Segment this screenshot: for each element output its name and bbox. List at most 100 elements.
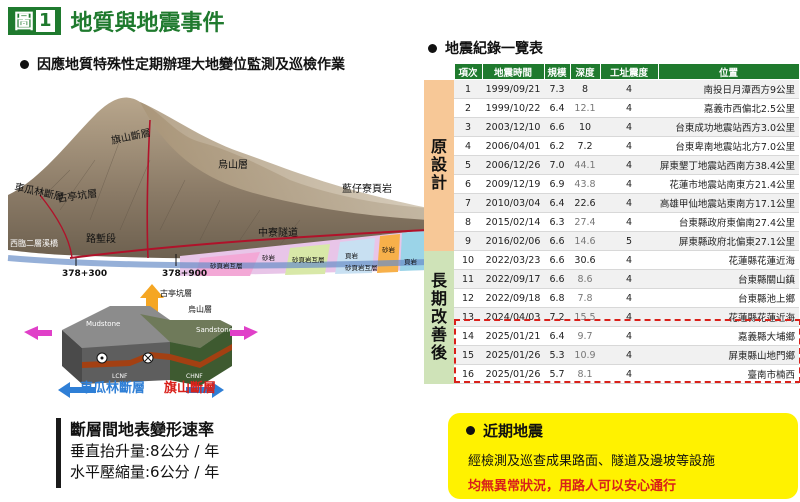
cell-no: 16 bbox=[454, 364, 482, 384]
cell-date: 2015/02/14 bbox=[482, 212, 544, 232]
figure-badge-prefix: 圖 bbox=[14, 9, 34, 33]
cell-location: 台東縣政府東偏南27.4公里 bbox=[658, 212, 799, 232]
recent-heading-text: 近期地震 bbox=[483, 422, 544, 440]
fault-arrow-left-icon bbox=[58, 382, 96, 398]
cell-no: 15 bbox=[454, 345, 482, 365]
cell-depth: 8 bbox=[570, 79, 600, 99]
table-header-cell: 位置 bbox=[657, 63, 800, 80]
cell-intensity: 4 bbox=[600, 155, 658, 175]
label-mudstone: Mudstone bbox=[86, 320, 120, 328]
monitoring-heading-text: 因應地質特殊性定期辦理大地變位監測及巡檢作業 bbox=[37, 57, 345, 73]
rate-accent-bar bbox=[56, 418, 61, 488]
cell-magnitude: 7.0 bbox=[544, 155, 570, 175]
rate-title: 斷層間地表變形速率 bbox=[70, 420, 215, 439]
table-header-cell: 深度 bbox=[569, 63, 601, 80]
cell-intensity: 4 bbox=[600, 117, 658, 137]
cell-date: 1999/09/21 bbox=[482, 79, 544, 99]
cell-depth: 22.6 bbox=[570, 193, 600, 213]
label-stratum-5: 砂頁岩互層 bbox=[345, 263, 378, 272]
cell-depth: 44.1 bbox=[570, 155, 600, 175]
tunnel-line bbox=[69, 229, 429, 259]
table-header-cell: 項次 bbox=[453, 63, 483, 80]
label-sandstone: Sandstone bbox=[196, 326, 233, 334]
label-stratum-3: 砂頁岩互層 bbox=[292, 255, 325, 264]
cell-no: 9 bbox=[454, 231, 482, 251]
table-header-cell: 規模 bbox=[543, 63, 571, 80]
cell-depth: 7.8 bbox=[570, 288, 600, 308]
recent-safe-notice: 均無異常狀況，用路人可以安心通行 bbox=[468, 479, 677, 494]
label-lcnf: LCNF bbox=[112, 373, 128, 380]
label-qishan-fault-red: 旗山斷層 bbox=[164, 380, 216, 396]
figure-badge-number: 1 bbox=[36, 10, 55, 32]
compression-arrow-right-icon bbox=[230, 326, 258, 340]
cell-date: 1999/10/22 bbox=[482, 98, 544, 118]
cell-no: 6 bbox=[454, 174, 482, 194]
cell-date: 2006/04/01 bbox=[482, 136, 544, 156]
cell-location: 屏東墾丁地震站西南方38.4公里 bbox=[658, 155, 799, 175]
cell-magnitude: 6.6 bbox=[544, 250, 570, 270]
cell-location: 台東縣池上鄉 bbox=[658, 288, 799, 308]
cell-location: 花蓮市地震站南東方21.4公里 bbox=[658, 174, 799, 194]
cell-depth: 15.5 bbox=[570, 307, 600, 327]
chainage-right: 378+900 bbox=[162, 269, 207, 279]
label-wushan-small: 烏山層 bbox=[188, 304, 212, 314]
cell-intensity: 4 bbox=[600, 79, 658, 99]
cell-date: 2009/12/19 bbox=[482, 174, 544, 194]
cell-intensity: 4 bbox=[600, 269, 658, 289]
cell-date: 2003/12/10 bbox=[482, 117, 544, 137]
cell-location: 南投日月潭西方9公里 bbox=[658, 79, 799, 99]
bullet-dot-icon bbox=[428, 43, 437, 53]
cell-magnitude: 6.3 bbox=[544, 212, 570, 232]
cell-location: 台東卑南地震站北方7.0公里 bbox=[658, 136, 799, 156]
segment-original-label: 原設計 bbox=[431, 137, 448, 192]
fault-arrow-right-icon bbox=[186, 382, 224, 398]
label-bridge: 西臨二層溪橋 bbox=[10, 238, 58, 248]
uplift-arrow-icon bbox=[140, 284, 164, 312]
cell-location: 台東縣關山鎮 bbox=[658, 269, 799, 289]
recent-inspection-text: 經檢測及巡查成果路面、隧道及邊坡等設施 bbox=[468, 454, 716, 469]
block-side bbox=[62, 330, 82, 384]
cell-no: 11 bbox=[454, 269, 482, 289]
table-heading-text: 地震紀錄一覽表 bbox=[445, 41, 543, 57]
cell-magnitude: 6.2 bbox=[544, 136, 570, 156]
cell-depth: 14.6 bbox=[570, 231, 600, 251]
cell-no: 8 bbox=[454, 212, 482, 232]
cell-magnitude: 6.6 bbox=[544, 269, 570, 289]
figure-badge: 圖 1 bbox=[8, 7, 61, 35]
monitoring-heading: 因應地質特殊性定期辦理大地變位監測及巡檢作業 bbox=[20, 54, 345, 74]
cell-date: 2025/01/26 bbox=[482, 345, 544, 365]
figure-title: 圖 1 地質與地震事件 bbox=[8, 6, 225, 36]
cell-magnitude: 6.6 bbox=[544, 231, 570, 251]
table-header-blank bbox=[424, 63, 454, 80]
cell-magnitude: 7.3 bbox=[544, 79, 570, 99]
cell-location: 台東成功地震站西方3.0公里 bbox=[658, 117, 799, 137]
cell-no: 4 bbox=[454, 136, 482, 156]
cell-date: 2022/03/23 bbox=[482, 250, 544, 270]
terrain-texture bbox=[39, 139, 301, 246]
cell-intensity: 4 bbox=[600, 288, 658, 308]
recent-earthquake-panel: 近期地震 經檢測及巡查成果路面、隧道及邊坡等設施 均無異常狀況，用路人可以安心通… bbox=[448, 413, 798, 499]
cell-intensity: 4 bbox=[600, 136, 658, 156]
cell-no: 13 bbox=[454, 307, 482, 327]
label-chnf: CHNF bbox=[186, 373, 203, 380]
alignment-bar bbox=[7, 255, 429, 269]
cell-magnitude: 6.4 bbox=[544, 98, 570, 118]
fault-dot-center-icon bbox=[100, 356, 104, 360]
bullet-dot-icon bbox=[466, 426, 475, 435]
label-stratum-4: 頁岩 bbox=[345, 251, 359, 260]
cell-intensity: 5 bbox=[600, 231, 658, 251]
cell-depth: 43.8 bbox=[570, 174, 600, 194]
rate-vertical: 垂直抬升量:8公分 / 年 bbox=[70, 442, 220, 460]
cell-intensity: 4 bbox=[600, 307, 658, 327]
segment-original-design: 原設計 bbox=[424, 79, 454, 251]
segment-long-term-improvement: 長期改善後 bbox=[424, 250, 454, 384]
label-stratum-2: 砂岩 bbox=[262, 253, 276, 262]
label-road-section: 路塹段 bbox=[86, 232, 116, 245]
